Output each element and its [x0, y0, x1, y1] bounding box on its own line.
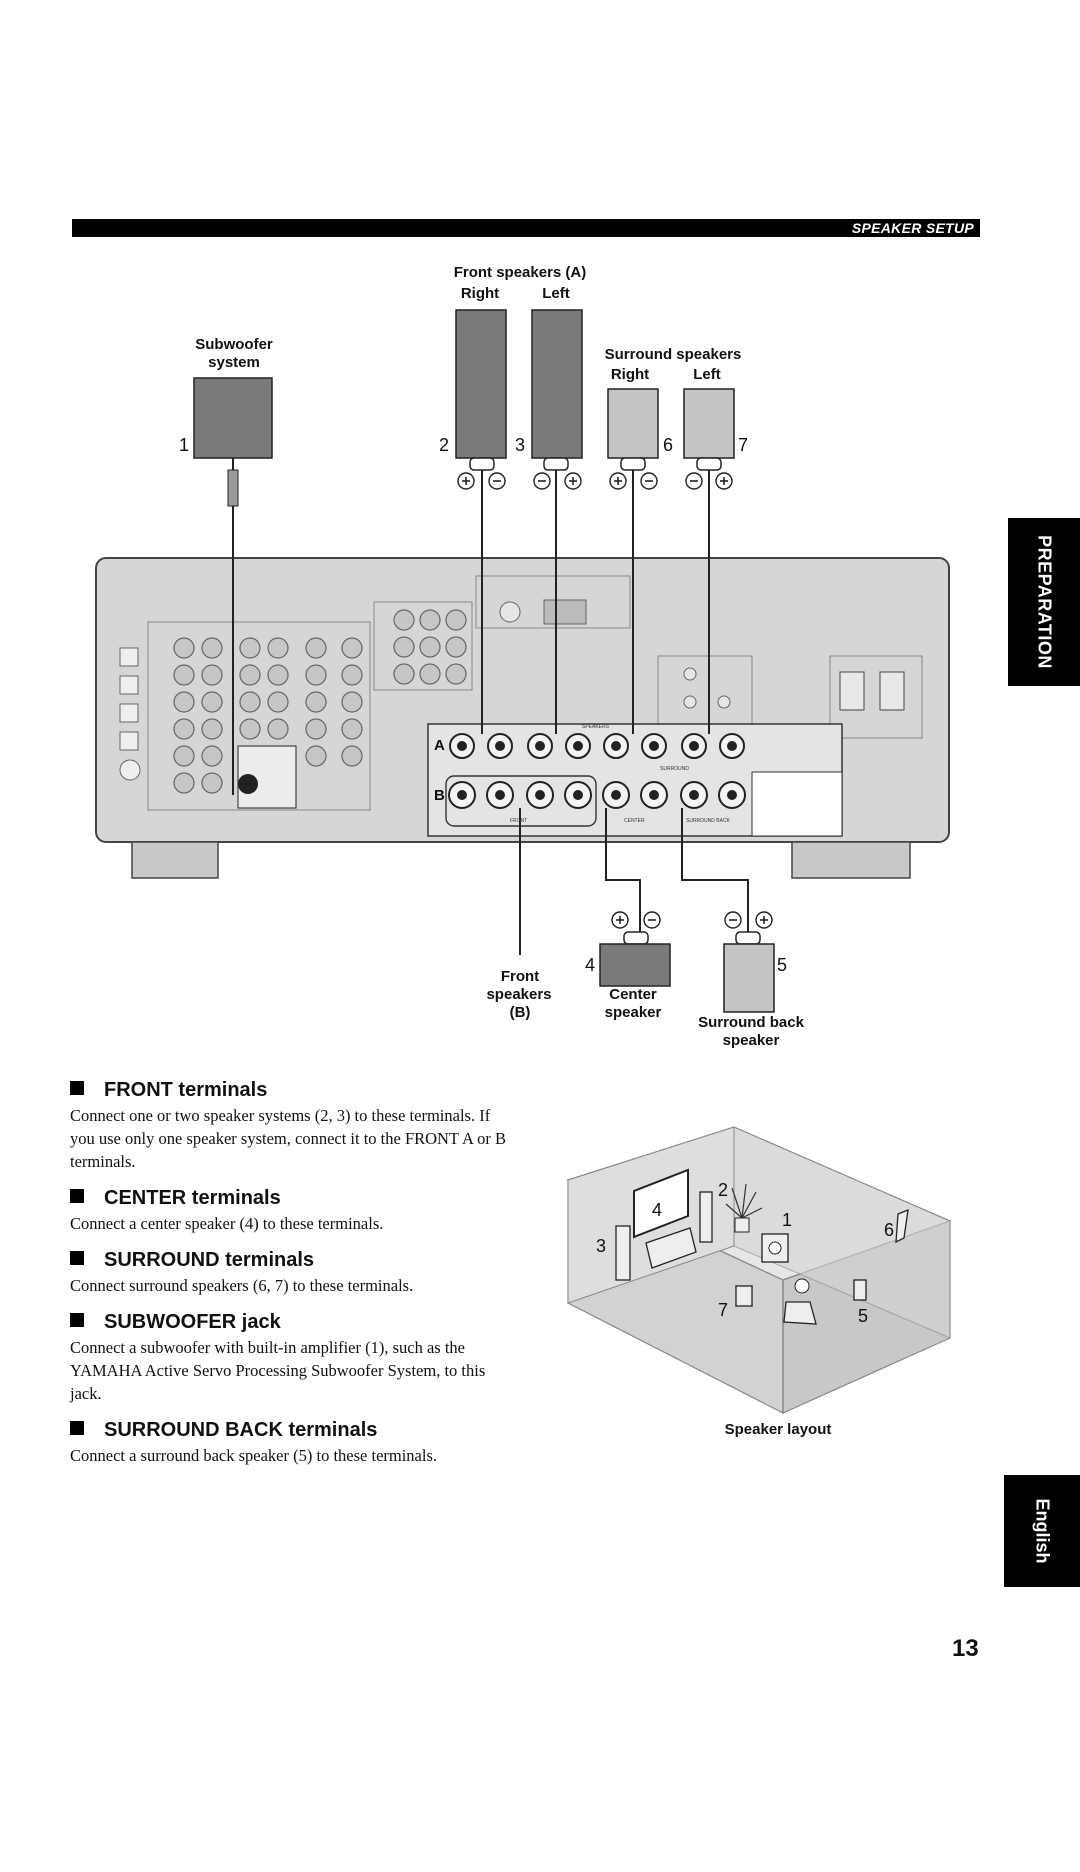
bullet-square-icon [70, 1313, 84, 1327]
section-header-bar: SPEAKER SETUP [72, 219, 980, 237]
receiver-rear-panel: A B SPEAKERS SURROUND FRONT CENTER SURRO… [95, 557, 950, 879]
panel-label-surround-back: SURROUND BACK [686, 818, 731, 824]
section-title-text: SURROUND terminals [104, 1249, 315, 1271]
label-front-b-2: speakers [486, 986, 551, 1003]
terminal-row-b: B [434, 787, 445, 804]
speaker-number-6: 6 [663, 435, 673, 455]
label-front-left: Left [542, 285, 570, 302]
label-front-b-1: Front [501, 968, 539, 985]
layout-number-6: 6 [884, 1220, 894, 1240]
front-speaker-left [531, 309, 583, 471]
bullet-square-icon [70, 1421, 84, 1435]
bullet-square-icon [70, 1189, 84, 1203]
bullet-square-icon [70, 1251, 84, 1265]
label-surround-back-1: Surround back [698, 1014, 805, 1031]
section-body: Connect a subwoofer with built-in amplif… [70, 1338, 486, 1403]
label-surround-right: Right [611, 366, 649, 383]
terminal-row-a: A [434, 737, 445, 754]
section-front-terminals: FRONT terminals Connect one or two speak… [70, 1078, 510, 1173]
section-title-text: SUBWOOFER jack [104, 1311, 281, 1333]
panel-label-center: CENTER [624, 818, 645, 824]
section-title-text: SURROUND BACK terminals [104, 1419, 378, 1441]
label-surround-speakers: Surround speakers [605, 346, 742, 363]
layout-number-4: 4 [652, 1200, 662, 1220]
speaker-number-4: 4 [585, 955, 595, 975]
surround-back-speaker [723, 931, 775, 1013]
label-center-1: Center [609, 986, 657, 1003]
bullet-square-icon [70, 1081, 84, 1095]
speaker-number-1: 1 [179, 435, 189, 455]
section-title: FRONT terminals [70, 1078, 510, 1102]
surround-speaker-left [683, 388, 735, 471]
label-subwoofer-2: system [208, 354, 260, 371]
section-title: SURROUND terminals [70, 1248, 510, 1272]
label-front-speakers-a: Front speakers (A) [454, 264, 587, 281]
panel-label-speakers: SPEAKERS [582, 724, 610, 730]
label-center-2: speaker [605, 1004, 662, 1021]
label-front-right: Right [461, 285, 499, 302]
label-surround-left: Left [693, 366, 721, 383]
layout-caption: Speaker layout [725, 1421, 832, 1438]
layout-number-3: 3 [596, 1236, 606, 1256]
section-body: Connect a center speaker (4) to these te… [70, 1214, 384, 1233]
layout-number-2: 2 [718, 1180, 728, 1200]
tab-preparation[interactable]: PREPARATION [1008, 518, 1080, 686]
section-body: Connect one or two speaker systems (2, 3… [70, 1106, 506, 1171]
section-surround-back-terminals: SURROUND BACK terminals Connect a surrou… [70, 1418, 510, 1467]
label-subwoofer-1: Subwoofer [195, 336, 273, 353]
layout-number-7: 7 [718, 1300, 728, 1320]
surround-speaker-right [607, 388, 659, 471]
section-body: Connect surround speakers (6, 7) to thes… [70, 1276, 414, 1295]
section-title: SUBWOOFER jack [70, 1310, 510, 1334]
label-front-b-3: (B) [510, 1004, 531, 1021]
subwoofer-speaker [193, 377, 273, 507]
section-title-text: FRONT terminals [104, 1079, 268, 1101]
section-title: SURROUND BACK terminals [70, 1418, 510, 1442]
panel-label-surround: SURROUND [660, 766, 689, 772]
section-body: Connect a surround back speaker (5) to t… [70, 1446, 438, 1465]
speaker-number-2: 2 [439, 435, 449, 455]
tab-english[interactable]: English [1004, 1475, 1080, 1587]
section-subwoofer-jack: SUBWOOFER jack Connect a subwoofer with … [70, 1310, 510, 1405]
layout-number-5: 5 [858, 1306, 868, 1326]
section-surround-terminals: SURROUND terminals Connect surround spea… [70, 1248, 510, 1297]
label-surround-back-2: speaker [723, 1032, 780, 1049]
section-center-terminals: CENTER terminals Connect a center speake… [70, 1186, 510, 1235]
speaker-number-7: 7 [738, 435, 748, 455]
section-title-text: CENTER terminals [104, 1187, 281, 1209]
polarity-markers-bottom [611, 911, 773, 929]
speaker-cables [232, 470, 749, 955]
speaker-layout-figure: 2 4 1 6 3 7 5 [566, 1126, 952, 1414]
center-speaker [599, 931, 671, 987]
section-title: CENTER terminals [70, 1186, 510, 1210]
page-number: 13 [952, 1635, 979, 1662]
front-speaker-right [455, 309, 507, 471]
speaker-number-3: 3 [515, 435, 525, 455]
section-header-title: SPEAKER SETUP [851, 220, 974, 236]
layout-number-1: 1 [782, 1210, 792, 1230]
panel-label-front: FRONT [510, 818, 527, 824]
speaker-number-5: 5 [777, 955, 787, 975]
